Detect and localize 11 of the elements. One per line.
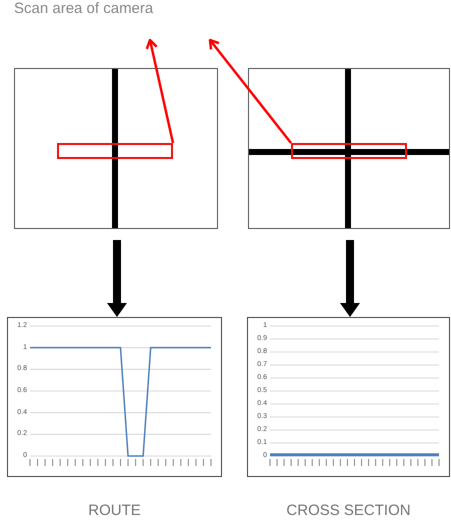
panel-caption: CROSS SECTION [285, 502, 412, 519]
panel-caption: ROUTE [87, 502, 142, 519]
camera-view-panel [248, 68, 450, 229]
arrow [208, 38, 292, 144]
arrow [107, 240, 127, 317]
callout-label: Scan area of camera [14, 0, 154, 17]
arrow [340, 240, 360, 317]
scan-area-box [291, 143, 407, 159]
arrow [146, 38, 174, 144]
scan-area-box [57, 143, 173, 159]
camera-view-panel [14, 68, 218, 229]
